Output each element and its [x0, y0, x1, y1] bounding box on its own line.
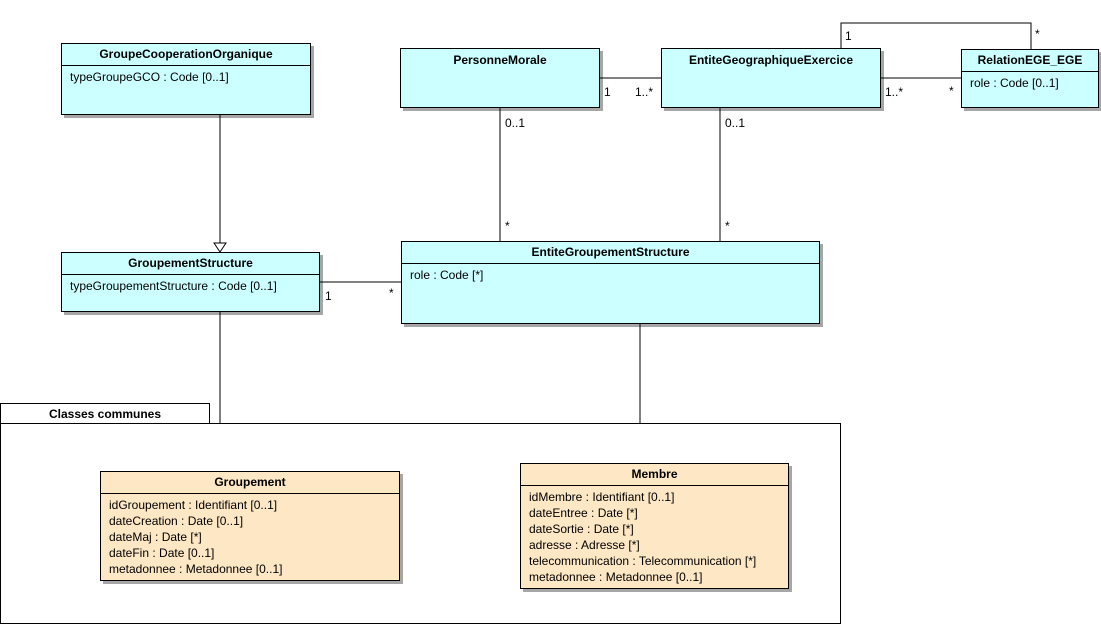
class-entite-groupement-structure[interactable]: EntiteGroupementStructure role : Code [*… — [401, 241, 820, 324]
class-groupement[interactable]: Groupement idGroupement : Identifiant [0… — [100, 471, 400, 581]
attribute: metadonnee : Metadonnee [0..1] — [109, 562, 283, 576]
attribute: dateSortie : Date [*] — [529, 522, 634, 536]
attribute: idGroupement : Identifiant [0..1] — [109, 498, 278, 512]
attribute: idMembre : Identifiant [0..1] — [529, 490, 675, 504]
attribute-list: idGroupement : Identifiant [0..1] dateCr… — [101, 494, 399, 580]
class-groupe-cooperation-organique[interactable]: GroupeCooperationOrganique typeGroupeGCO… — [61, 43, 311, 115]
multiplicity-label: 1 — [845, 29, 852, 43]
assoc-ege-self — [840, 22, 1032, 49]
attribute: dateCreation : Date [0..1] — [109, 514, 244, 528]
class-name: GroupementStructure — [62, 253, 319, 275]
attribute: dateMaj : Date [*] — [109, 530, 202, 544]
attribute: dateEntree : Date [*] — [529, 506, 638, 520]
multiplicity-label: * — [725, 219, 730, 233]
multiplicity-label: 1..* — [635, 85, 654, 99]
attribute: adresse : Adresse [*] — [529, 538, 640, 552]
attribute: dateFin : Date [0..1] — [109, 546, 215, 560]
attribute: typeGroupementStructure : Code [0..1] — [70, 279, 277, 293]
multiplicity-label: 0..1 — [725, 116, 746, 130]
class-name: Groupement — [101, 472, 399, 494]
attribute: typeGroupeGCO : Code [0..1] — [70, 70, 229, 84]
attribute-list: role : Code [0..1] — [962, 72, 1098, 94]
class-membre[interactable]: Membre idMembre : Identifiant [0..1] dat… — [520, 463, 789, 589]
multiplicity-label: * — [505, 219, 510, 233]
class-name: PersonneMorale — [453, 53, 547, 67]
attribute-list: typeGroupeGCO : Code [0..1] — [62, 66, 310, 88]
multiplicity-label: 1..* — [885, 85, 904, 99]
multiplicity-label: 1 — [604, 85, 611, 99]
attribute-list: idMembre : Identifiant [0..1] dateEntree… — [521, 486, 788, 588]
attribute-list: role : Code [*] — [402, 264, 819, 286]
attribute: metadonnee : Metadonnee [0..1] — [529, 570, 703, 584]
multiplicity-label: 0..1 — [505, 116, 526, 130]
class-relation-ege-ege[interactable]: RelationEGE_EGE role : Code [0..1] — [961, 49, 1099, 108]
class-name: RelationEGE_EGE — [962, 50, 1098, 72]
attribute: role : Code [*] — [410, 268, 484, 282]
class-name: Membre — [521, 464, 788, 486]
generalization-gco-gs-arrow — [213, 242, 227, 253]
attribute: telecommunication : Telecommunication [*… — [529, 554, 757, 568]
class-name: EntiteGeographiqueExercice — [688, 53, 854, 67]
attribute-list: typeGroupementStructure : Code [0..1] — [62, 275, 319, 297]
class-entite-geographique-exercice[interactable]: EntiteGeographiqueExercice — [661, 48, 881, 108]
class-name: GroupeCooperationOrganique — [62, 44, 310, 66]
class-personne-morale[interactable]: PersonneMorale — [400, 48, 600, 108]
multiplicity-label: * — [1035, 27, 1040, 41]
multiplicity-label: 1 — [325, 289, 332, 303]
multiplicity-label: * — [389, 286, 394, 300]
multiplicity-label: * — [949, 84, 954, 98]
package-tab: Classes communes — [0, 403, 210, 424]
class-name: EntiteGroupementStructure — [402, 242, 819, 264]
attribute: role : Code [0..1] — [970, 76, 1059, 90]
class-groupement-structure[interactable]: GroupementStructure typeGroupementStruct… — [61, 252, 320, 312]
